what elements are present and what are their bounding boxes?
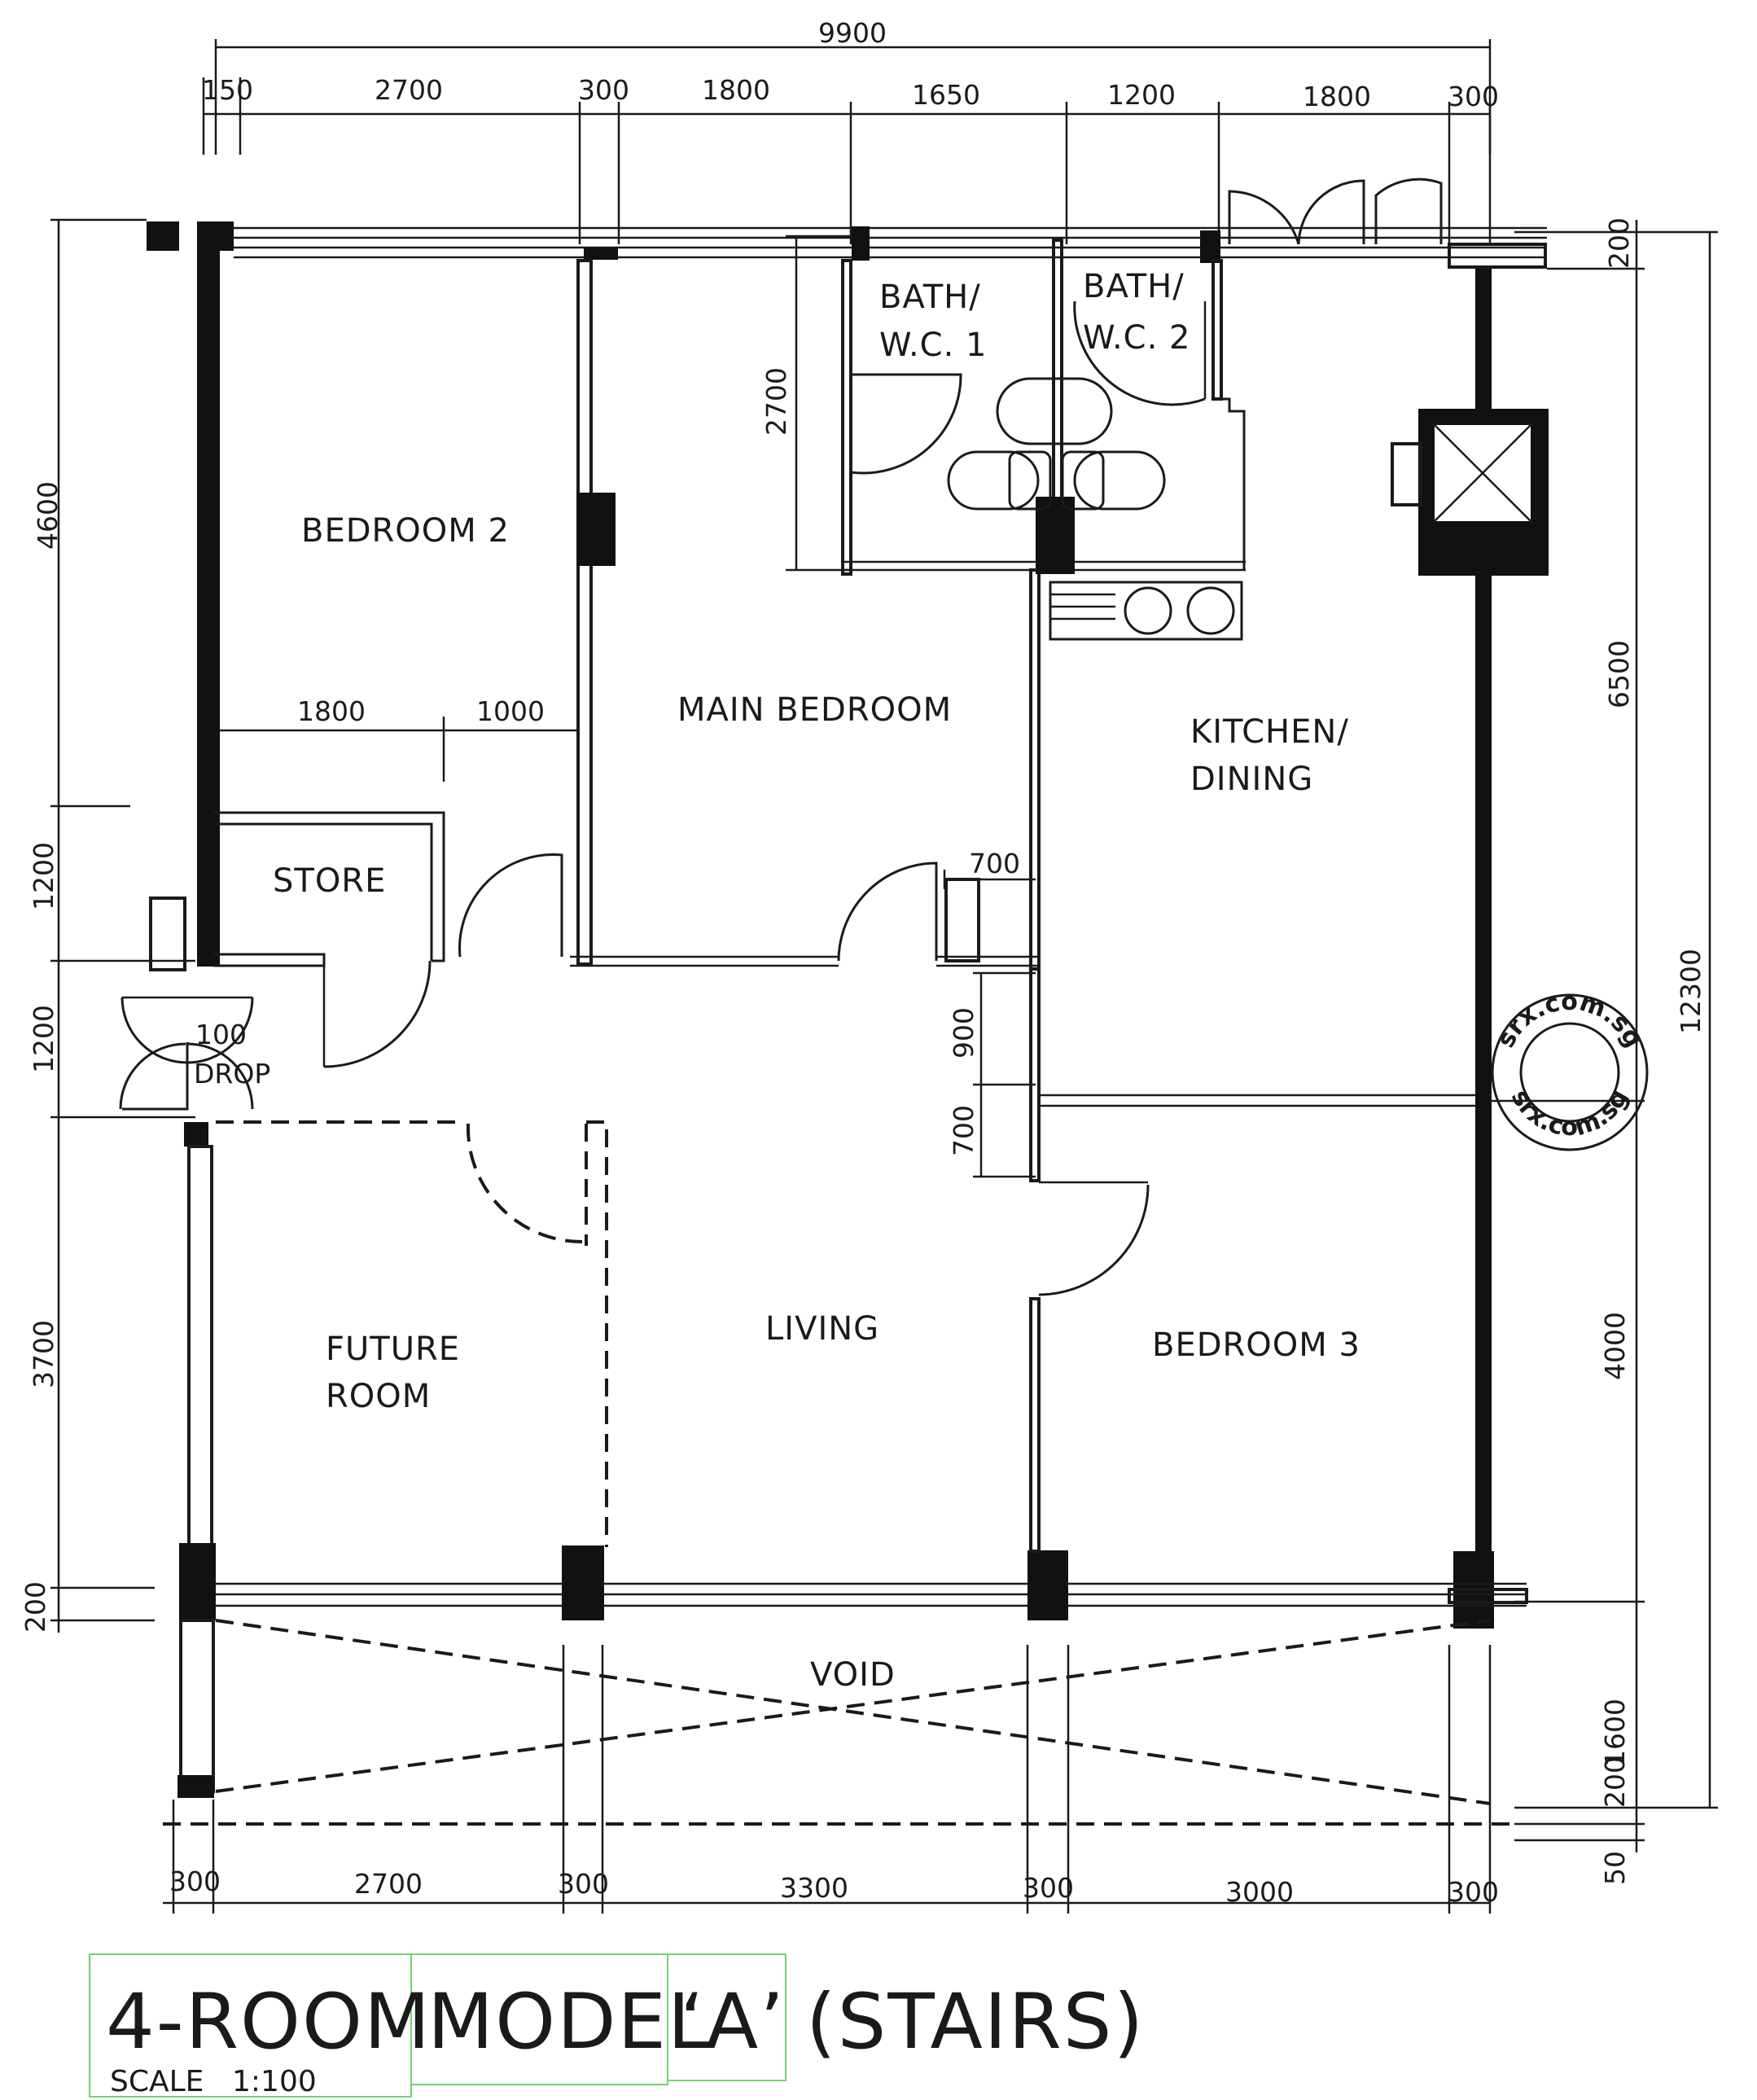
watermark-stamp: srx.com.sg srx.com.sg [1491,988,1649,1151]
scale-value: 1:100 [232,2065,317,2098]
dim-top-4: 1800 [702,74,770,106]
dim-top-2: 2700 [375,74,443,106]
label-bath-2-line2: W.C. 2 [1083,319,1190,357]
dim-left-2: 1200 [28,842,59,910]
dim-top-3: 300 [578,74,629,106]
label-kitchen-line2: DINING [1190,761,1313,798]
dimension-text: 9900 150 2700 300 1800 1650 1200 1800 30… [20,17,1707,1908]
dim-bath-height: 2700 [760,367,792,436]
dim-right-6: 200 [1599,1756,1631,1808]
label-drop: DROP [194,1058,270,1089]
dim-bottom-6: 3000 [1225,1876,1294,1908]
room-labels: BEDROOM 2 MAIN BEDROOM BATH/ W.C. 1 BATH… [194,268,1360,1694]
label-drop-value: 100 [195,1019,247,1050]
label-future-room-line1: FUTURE [326,1331,460,1368]
dim-bottom-7: 300 [1448,1876,1499,1908]
dim-top-7: 1800 [1303,81,1371,112]
title-block: 4-ROOM MODEL ‘A’ (STAIRS) SCALE 1:100 [89,1953,1145,2098]
dim-top-1: 150 [202,74,253,106]
dim-right-1: 200 [1603,217,1635,269]
fixtures [163,377,1549,1826]
dim-bottom-2: 2700 [354,1868,423,1900]
title-part-1: 4-ROOM [106,1978,432,2067]
label-living: LIVING [765,1310,879,1348]
walls [147,221,1547,1798]
dim-right-3: 4000 [1599,1312,1631,1380]
label-bath-1-line1: BATH/ [879,278,981,316]
dim-left-4: 3700 [28,1320,59,1388]
dim-top-8: 300 [1448,81,1499,112]
label-store: STORE [273,862,386,900]
dim-top-5: 1650 [912,79,980,111]
dim-right-2: 6500 [1603,640,1635,708]
dim-bed2-b: 1000 [476,695,545,727]
dim-bottom-5: 300 [1023,1872,1074,1904]
dim-corr-700: 700 [948,1105,979,1156]
dim-left-5: 200 [20,1581,51,1633]
dim-bottom-1: 300 [169,1865,221,1897]
dim-top-total: 9900 [818,17,887,49]
dimension-lines [50,39,1718,1914]
watermark-bottom: srx.com.sg [1505,1085,1634,1142]
title-part-3: ‘A’ [680,1978,786,2067]
dim-bottom-4: 3300 [780,1872,848,1904]
dim-bottom-3: 300 [558,1868,609,1900]
dim-right-4: 12300 [1675,949,1707,1034]
dim-right-7: 50 [1599,1851,1631,1885]
label-void: VOID [810,1656,896,1694]
label-kitchen-line1: KITCHEN/ [1190,713,1349,751]
dim-bed2-a: 1800 [297,695,366,727]
title-part-2: MODEL [427,1978,712,2067]
dim-top-6: 1200 [1107,79,1176,111]
label-future-room-line2: ROOM [326,1378,431,1415]
scale-label: SCALE [110,2065,204,2098]
dim-corr-900: 900 [948,1007,979,1059]
title-part-4: (STAIRS) [806,1978,1145,2067]
dim-left-3: 1200 [28,1005,59,1073]
dim-right-5: 1600 [1599,1699,1631,1767]
label-main-bedroom: MAIN BEDROOM [677,691,952,729]
label-bath-1-line2: W.C. 1 [879,327,987,364]
label-bedroom-2: BEDROOM 2 [301,512,510,550]
label-bath-2-line1: BATH/ [1083,268,1185,305]
label-bedroom-3: BEDROOM 3 [1152,1326,1360,1364]
dim-left-1: 4600 [32,481,64,550]
dim-door-700: 700 [969,848,1020,879]
watermark-top: srx.com.sg [1492,988,1648,1052]
doors [119,178,1443,1296]
